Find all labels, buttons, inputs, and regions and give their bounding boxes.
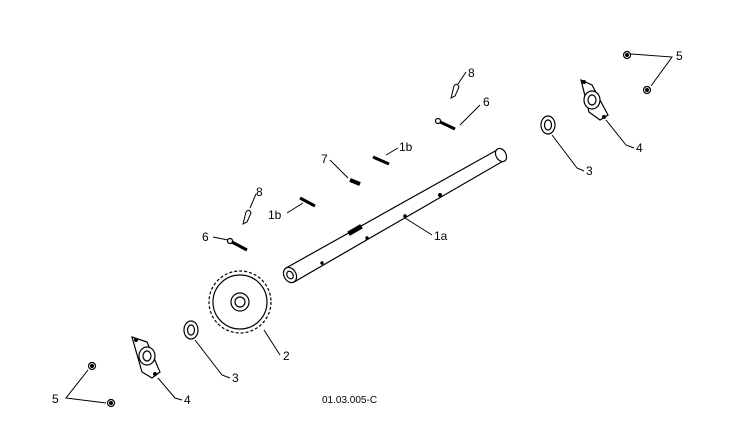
- callout-clip-upper: 8: [468, 66, 475, 80]
- callout-bearing-flange-right: 4: [636, 141, 643, 155]
- bearing-flange-right-part[interactable]: [580, 78, 609, 121]
- callout-shaft: 1a: [434, 229, 448, 243]
- reference-code: 01.03.005-C: [322, 395, 377, 406]
- callout-key-square: 7: [321, 152, 328, 166]
- clip-lower-part[interactable]: [242, 209, 252, 225]
- sprocket-part[interactable]: [208, 270, 272, 334]
- callout-nuts-left: 5: [52, 392, 59, 406]
- bearing-flange-left-part[interactable]: [131, 336, 161, 379]
- clip-upper-part[interactable]: [450, 83, 460, 99]
- callout-pin-lower: 6: [202, 230, 209, 244]
- shaft-part[interactable]: [281, 146, 509, 284]
- washer-left-part[interactable]: [183, 320, 199, 340]
- pin-lower-part[interactable]: [226, 237, 248, 252]
- callout-nuts-right: 5: [676, 49, 683, 63]
- nut-left-lower-part[interactable]: [106, 398, 116, 408]
- washer-right-part[interactable]: [540, 115, 556, 135]
- key-lower-part[interactable]: [299, 196, 316, 208]
- callout-bearing-flange-left: 4: [184, 393, 191, 407]
- nut-left-upper-part[interactable]: [87, 361, 97, 371]
- callout-pin-upper: 6: [483, 95, 490, 109]
- pin-upper-part[interactable]: [434, 117, 456, 131]
- callout-washer-left: 3: [232, 371, 239, 385]
- callout-clip-lower: 8: [256, 185, 263, 199]
- key-upper-part[interactable]: [372, 155, 390, 166]
- callout-key-lower: 1b: [268, 208, 282, 222]
- nut-right-upper-part[interactable]: [622, 50, 632, 60]
- callout-sprocket: 2: [283, 349, 290, 363]
- nut-right-lower-part[interactable]: [642, 85, 652, 95]
- callout-key-upper: 1b: [399, 140, 413, 154]
- callout-washer-right: 3: [586, 164, 593, 178]
- key-square-part[interactable]: [349, 178, 361, 186]
